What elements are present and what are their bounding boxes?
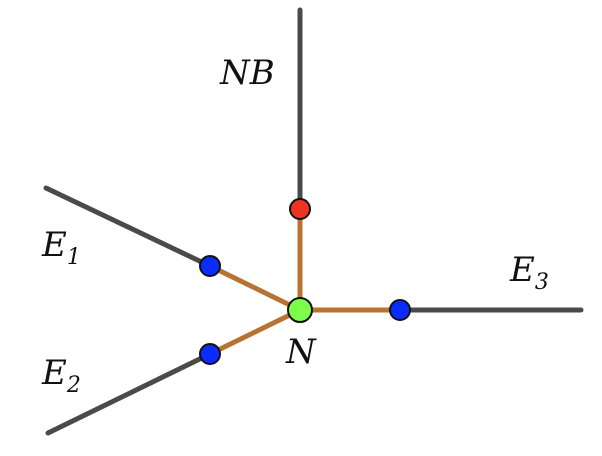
node-e1 — [199, 255, 221, 277]
label-nb: NB — [219, 53, 275, 93]
edge-e2-outer — [45, 351, 213, 436]
label-e1: E1 — [41, 225, 81, 270]
edge-e1-outer — [43, 185, 213, 269]
label-e3-sub: 3 — [535, 270, 549, 295]
label-e3: E3 — [509, 250, 549, 295]
label-e2: E2 — [41, 353, 81, 398]
label-e1-sub: 1 — [67, 245, 81, 270]
node-e2 — [199, 343, 221, 365]
label-e2-main: E — [41, 353, 67, 393]
label-e2-sub: 2 — [66, 373, 81, 398]
label-n: N — [285, 332, 317, 372]
node-n — [287, 297, 313, 323]
node-nb — [289, 198, 311, 220]
node-e3 — [389, 299, 411, 321]
label-e1-main: E — [41, 225, 67, 265]
edge-e2-inner — [207, 307, 303, 357]
edge-e1-inner — [207, 263, 303, 313]
label-e3-main: E — [509, 250, 535, 290]
